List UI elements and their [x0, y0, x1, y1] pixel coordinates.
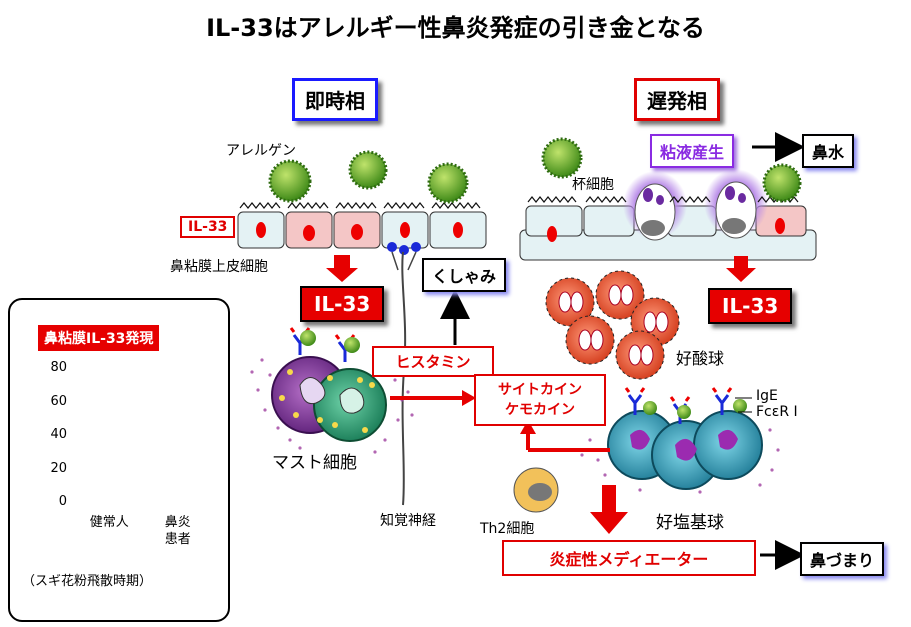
il33-box-left: IL-33 — [300, 286, 385, 322]
sneeze-box: くしゃみ — [422, 258, 507, 292]
mediator-box: 炎症性メディエーター — [502, 540, 756, 576]
arrow-up-icon — [520, 420, 536, 434]
pollen-icon — [762, 163, 802, 203]
basophils — [580, 387, 780, 494]
x-category-label: 健常人 — [89, 515, 129, 530]
y-tick-label: 80 — [50, 360, 67, 375]
cytokine-box: サイトカイン ケモカイン — [474, 374, 606, 426]
histamine-box: ヒスタミン — [372, 346, 494, 377]
pollen-icon — [541, 137, 583, 179]
ige-label: IgE — [756, 388, 778, 404]
pollen-icon — [268, 150, 469, 204]
basophil-label: 好塩基球 — [656, 513, 724, 533]
inset-caption: （スギ花粉飛散時期） — [22, 574, 153, 589]
y-tick-label: 40 — [50, 427, 67, 442]
goblet-label: 杯細胞 — [572, 177, 614, 193]
mast-cells — [250, 327, 414, 454]
nerve-label: 知覚神経 — [380, 513, 436, 529]
sensory-nerve — [401, 251, 407, 506]
th2-label: Th2細胞 — [480, 521, 535, 537]
il33-box-right: IL-33 — [708, 288, 793, 324]
left-epithelium — [237, 202, 487, 255]
page-title: IL-33はアレルギー性鼻炎発症の引き金となる — [206, 14, 705, 42]
allergen-label: アレルゲン — [226, 143, 296, 159]
eosinophils — [545, 270, 680, 380]
fcer-label: FcεR I — [756, 404, 798, 420]
y-tick-label: 20 — [50, 460, 67, 476]
arrow-down-icon — [726, 256, 756, 282]
x-category-label: 鼻炎 患者 — [164, 515, 191, 547]
arrow-down-icon — [590, 485, 628, 534]
y-tick-label: 0 — [58, 494, 67, 509]
phase-immediate: 即時相 — [292, 78, 378, 121]
mucus-box: 粘液産生 — [650, 134, 735, 168]
arrow-right-icon — [462, 390, 476, 406]
mast-cell-label: マスト細胞 — [272, 453, 357, 473]
inset-title: 鼻粘膜IL-33発現 — [38, 325, 160, 351]
y-tick-label: 60 — [50, 393, 67, 409]
inset-panel — [8, 298, 230, 622]
il33-label-small: IL-33 — [180, 216, 236, 238]
congestion-box: 鼻づまり — [800, 542, 885, 576]
phase-late: 遅発相 — [634, 78, 720, 121]
arrow-down-icon — [326, 255, 358, 282]
eosinophil-label: 好酸球 — [676, 349, 725, 368]
right-epithelium — [519, 169, 817, 261]
epithelium-label: 鼻粘膜上皮細胞 — [170, 259, 268, 275]
runny-nose-box: 鼻水 — [802, 134, 855, 168]
